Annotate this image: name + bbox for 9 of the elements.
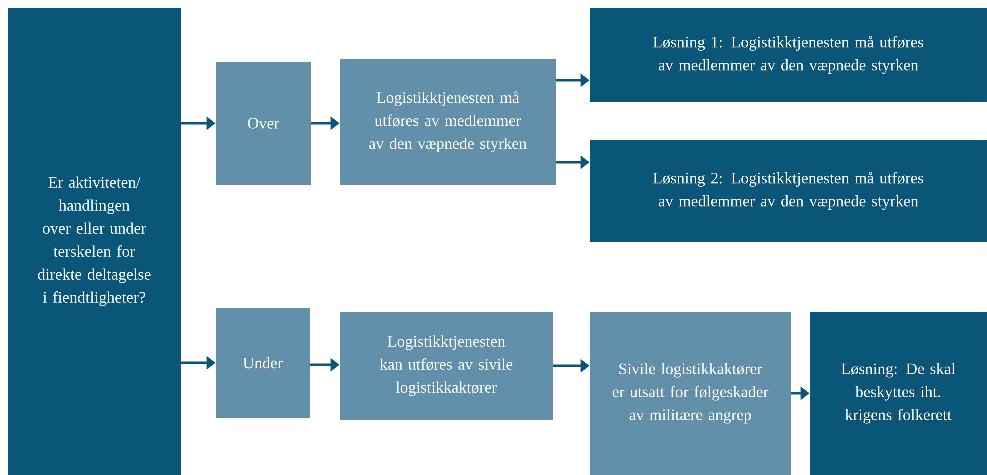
solution-box: Løsning 1: Logistikktjenesten må utføres av medlemmer av den væpnede styrken	[590, 8, 987, 102]
process-box: Under	[216, 308, 310, 418]
process-box: Logistikktjenesten må utføres av medlemmer av den væpnede styrken	[340, 59, 556, 185]
solution-box: Løsning 2: Logistikktjenesten må utføres av medlemmer av den væpnede styrken	[590, 140, 987, 242]
solution-box: Løsning: De skal beskyttes iht. krigens folkerett	[810, 312, 987, 475]
process-box: Logistikktjenesten kan utføres av sivile logistikkaktører	[340, 312, 553, 420]
process-box: Over	[216, 62, 311, 185]
process-box: Sivile logistikkaktører er utsatt for følgeskader av militære angrep	[590, 312, 791, 475]
question-box: Er aktiviteten/ handlingen over eller under terskelen for direkte deltagelse i fiendtligheter?	[8, 8, 181, 475]
